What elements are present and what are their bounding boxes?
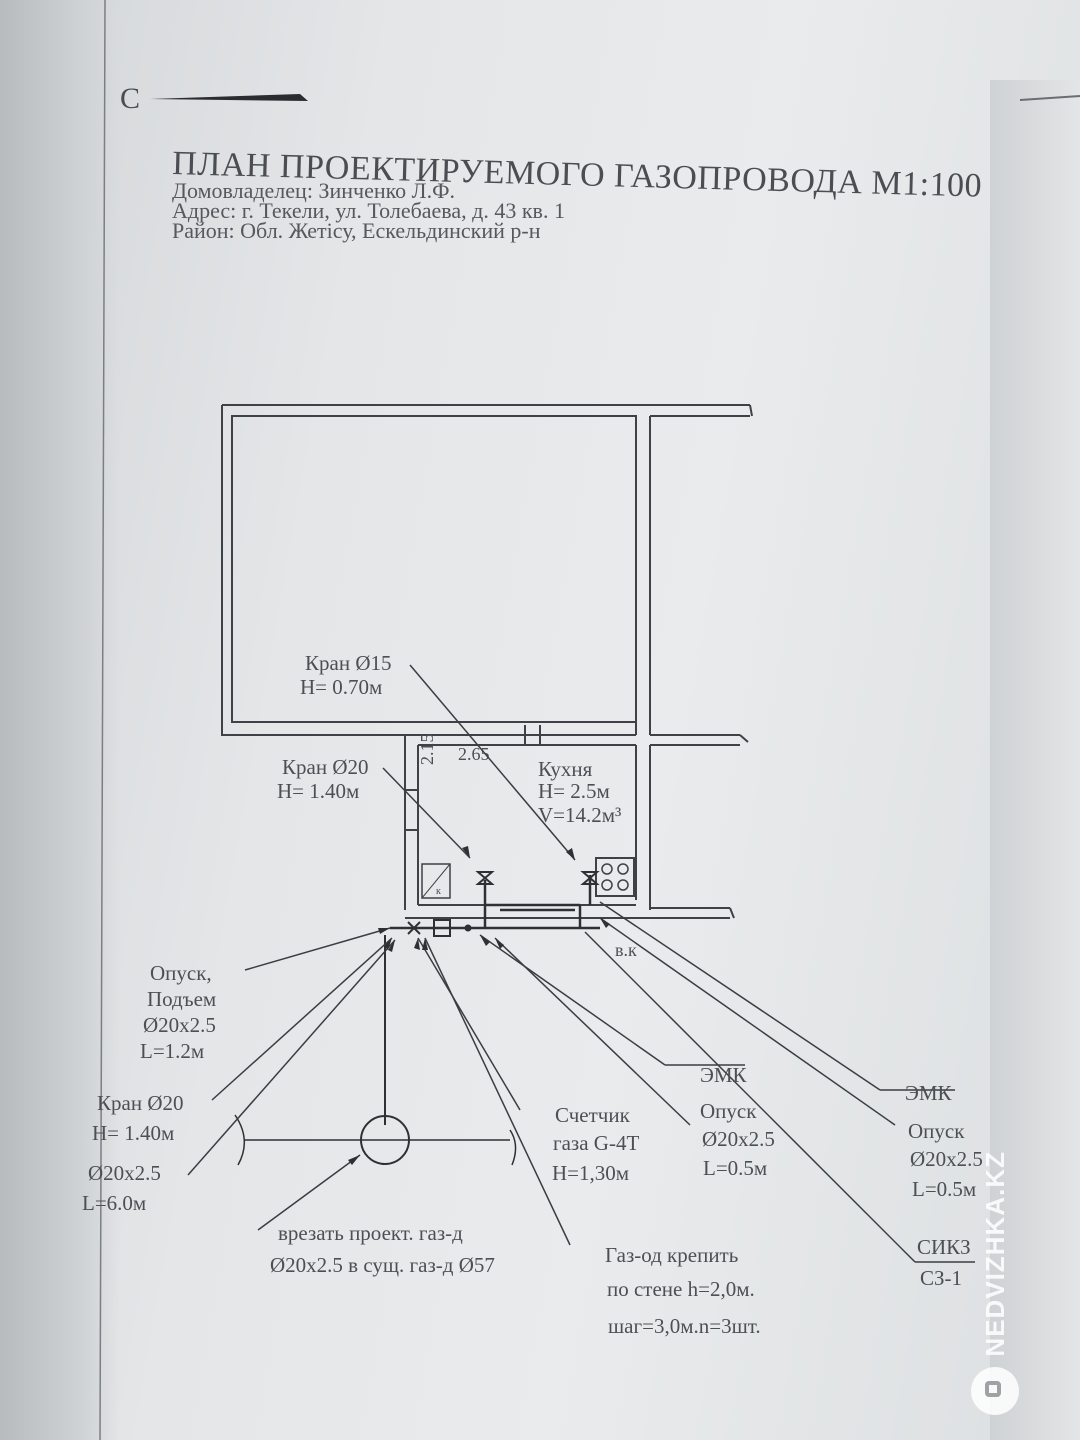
margin-line [99, 0, 106, 1440]
north-arrow-icon [150, 94, 308, 101]
emk2-title: ЭМК [905, 1081, 953, 1105]
owner-line: Домовладелец: Зинченко Л.Ф. [172, 178, 455, 203]
gazod-line3: шаг=3,0м.n=3шт. [608, 1314, 761, 1338]
sikz-bottom: СЗ-1 [920, 1266, 962, 1290]
gas-pipeline [390, 875, 600, 930]
emk1-line3: L=0.5м [703, 1156, 767, 1180]
pipe-line1: Ø20х2.5 [88, 1161, 161, 1185]
right-page-mark [1019, 95, 1080, 101]
watermark-text: NEDVIZHKA.KZ [979, 1151, 1010, 1357]
sikz-top: СИКЗ [917, 1235, 971, 1259]
opusk-line3: Ø20х2.5 [143, 1013, 216, 1037]
pipe-line2: L=6.0м [82, 1191, 146, 1215]
address-line: Адрес: г. Текели, ул. Толебаева, д. 43 к… [172, 198, 565, 223]
leader-arrowheads [348, 846, 610, 1165]
emk1-title: ЭМК [700, 1063, 748, 1087]
gazod-line2: по стене h=2,0м. [607, 1277, 755, 1301]
boiler-symbol [421, 863, 451, 899]
watermark: NEDVIZHKA.KZ [965, 1115, 1025, 1415]
meter-line2: газа G-4Т [553, 1131, 639, 1155]
room-large [231, 415, 637, 723]
opusk-line1: Опуск, [150, 961, 212, 985]
kran20-bottom-line2: Н= 1.40м [92, 1121, 174, 1145]
valve-20-icon [475, 871, 495, 885]
vk-label: в.к [615, 940, 637, 960]
kran15-line1: Кран Ø15 [305, 651, 391, 675]
meter-line1: Счетчик [555, 1103, 631, 1127]
kran20-top-line1: Кран Ø20 [282, 755, 368, 779]
emk1-line1: Опуск [700, 1099, 757, 1123]
emk1-line2: Ø20х2.5 [702, 1127, 775, 1151]
watermark-logo-icon [971, 1367, 1019, 1415]
page-binding-shadow [0, 0, 120, 1440]
emk2-line1: Опуск [908, 1119, 965, 1143]
kran20-top-line2: Н= 1.40м [277, 779, 359, 803]
gas-meter-symbol [433, 919, 451, 937]
opusk-line2: Подъем [147, 987, 216, 1011]
emk2-line3: L=0.5м [912, 1177, 976, 1201]
gazod-line1: Газ-од крепить [605, 1243, 738, 1267]
valve-15-icon [580, 871, 600, 885]
page-edge-right [990, 80, 1080, 1440]
building-walls [221, 404, 753, 919]
stove-icon [595, 857, 635, 897]
kran15-line2: Н= 0.70м [300, 675, 382, 699]
leader-lines [187, 664, 975, 1263]
dim-vertical: 2.15 [417, 734, 437, 766]
kitchen-height: Н= 2.5м [538, 779, 610, 803]
kran20-bottom-line1: Кран Ø20 [97, 1091, 183, 1115]
opusk-line4: L=1.2м [140, 1039, 204, 1063]
kitchen-name: Кухня [538, 757, 593, 781]
district-line: Район: Обл. Жетісу, Ескельдинский р-н [172, 218, 541, 243]
kitchen-volume: V=14.2м³ [538, 803, 621, 827]
meter-line3: Н=1,30м [552, 1161, 629, 1185]
vrezat-line1: врезать проект. газ-д [278, 1221, 463, 1245]
north-mark-label: С [120, 82, 140, 115]
emk2-line2: Ø20х2.5 [910, 1147, 983, 1171]
vrezat-line2: Ø20х2.5 в сущ. газ-д Ø57 [270, 1253, 495, 1277]
boiler-label: к [436, 886, 441, 897]
valve-outer-icon [407, 921, 421, 935]
